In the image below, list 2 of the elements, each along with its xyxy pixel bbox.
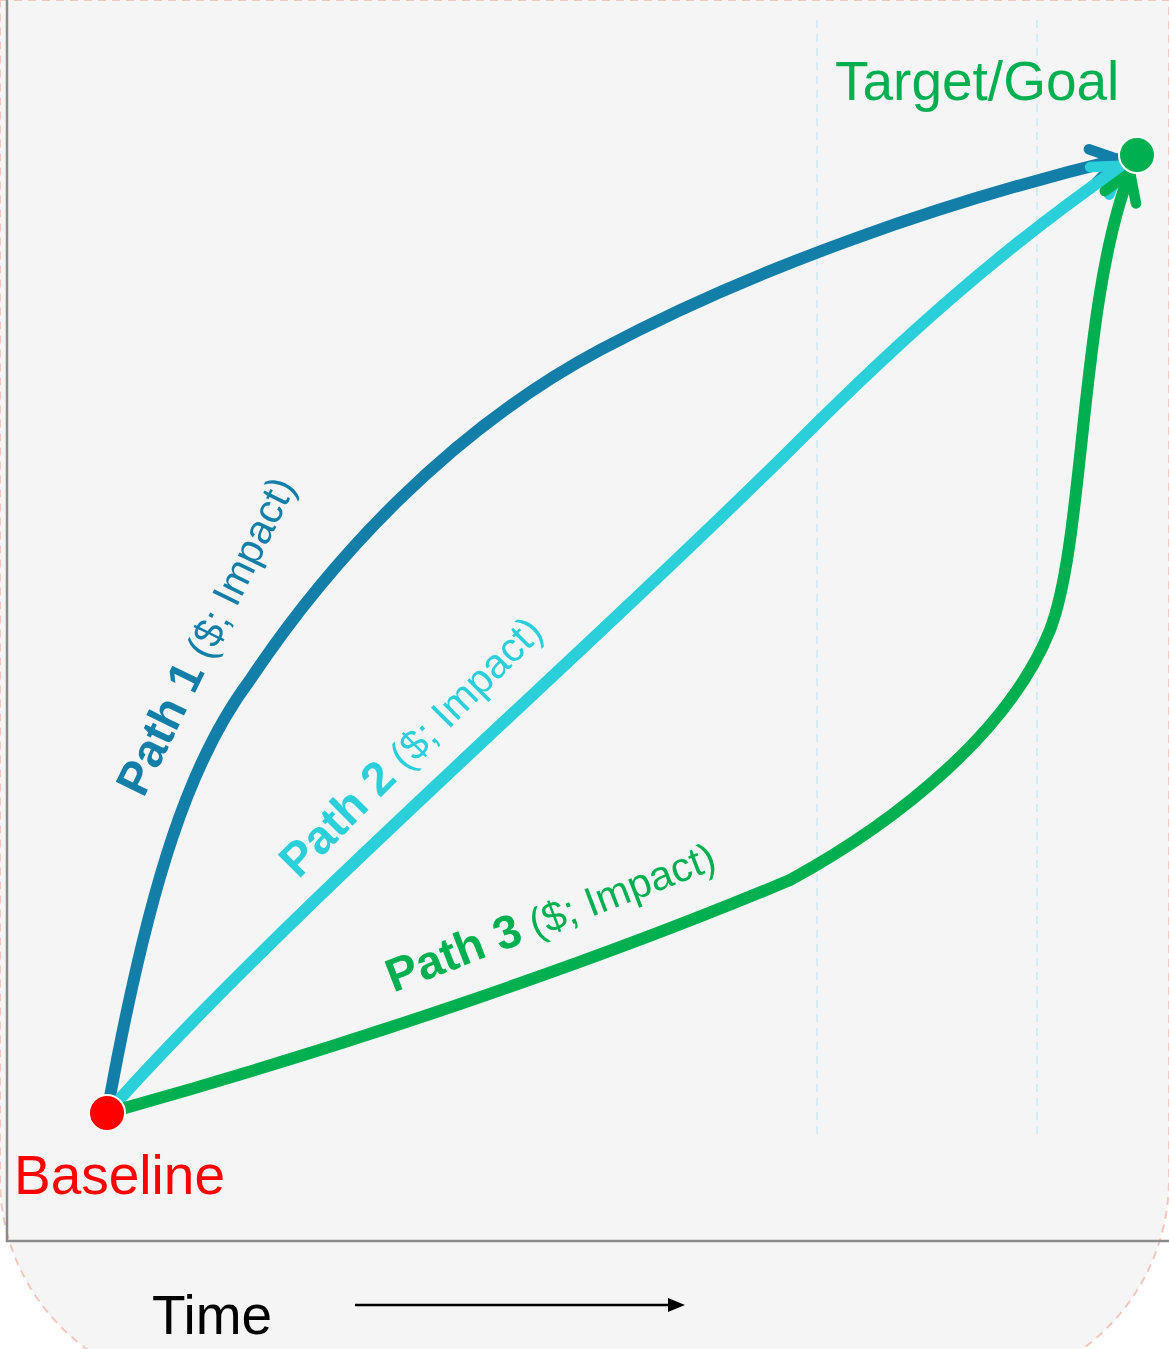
axis-label: Time xyxy=(152,1288,273,1343)
point-label: Baseline xyxy=(14,1148,225,1203)
